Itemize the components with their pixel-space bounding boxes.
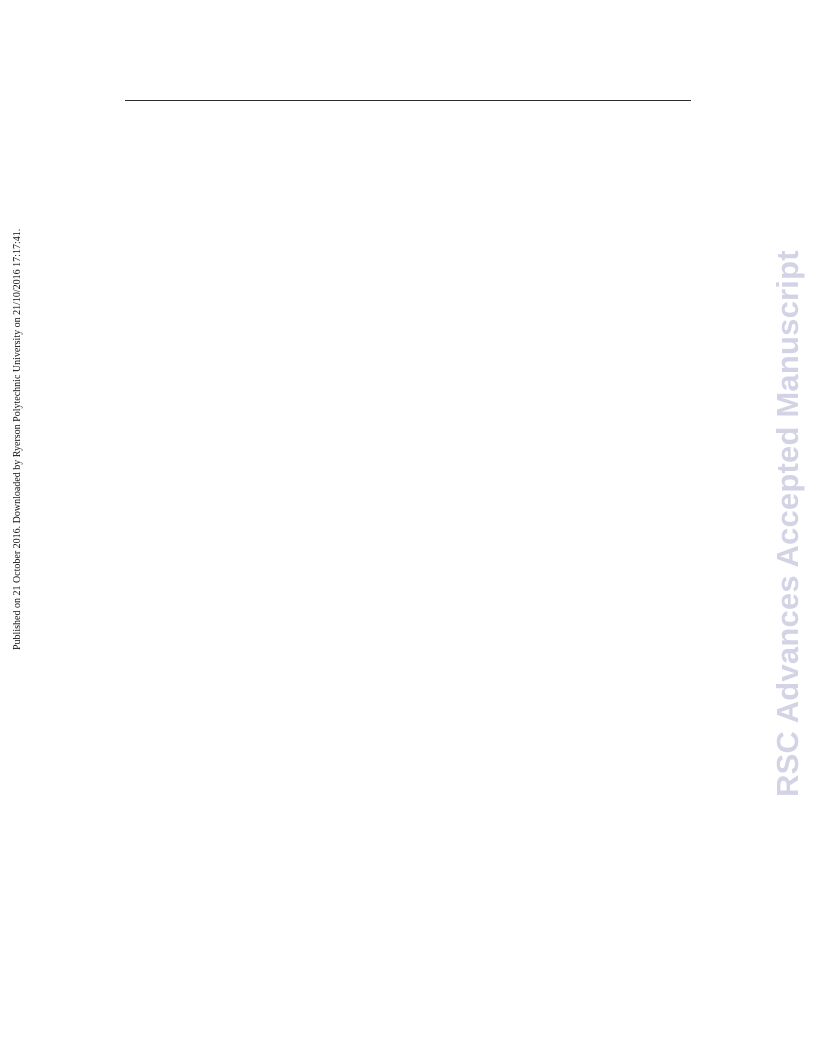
published-download-note: Published on 21 October 2016. Downloaded…: [12, 228, 23, 650]
header-rule: [125, 100, 691, 101]
accepted-manuscript-watermark: RSC Advances Accepted Manuscript: [770, 250, 805, 797]
